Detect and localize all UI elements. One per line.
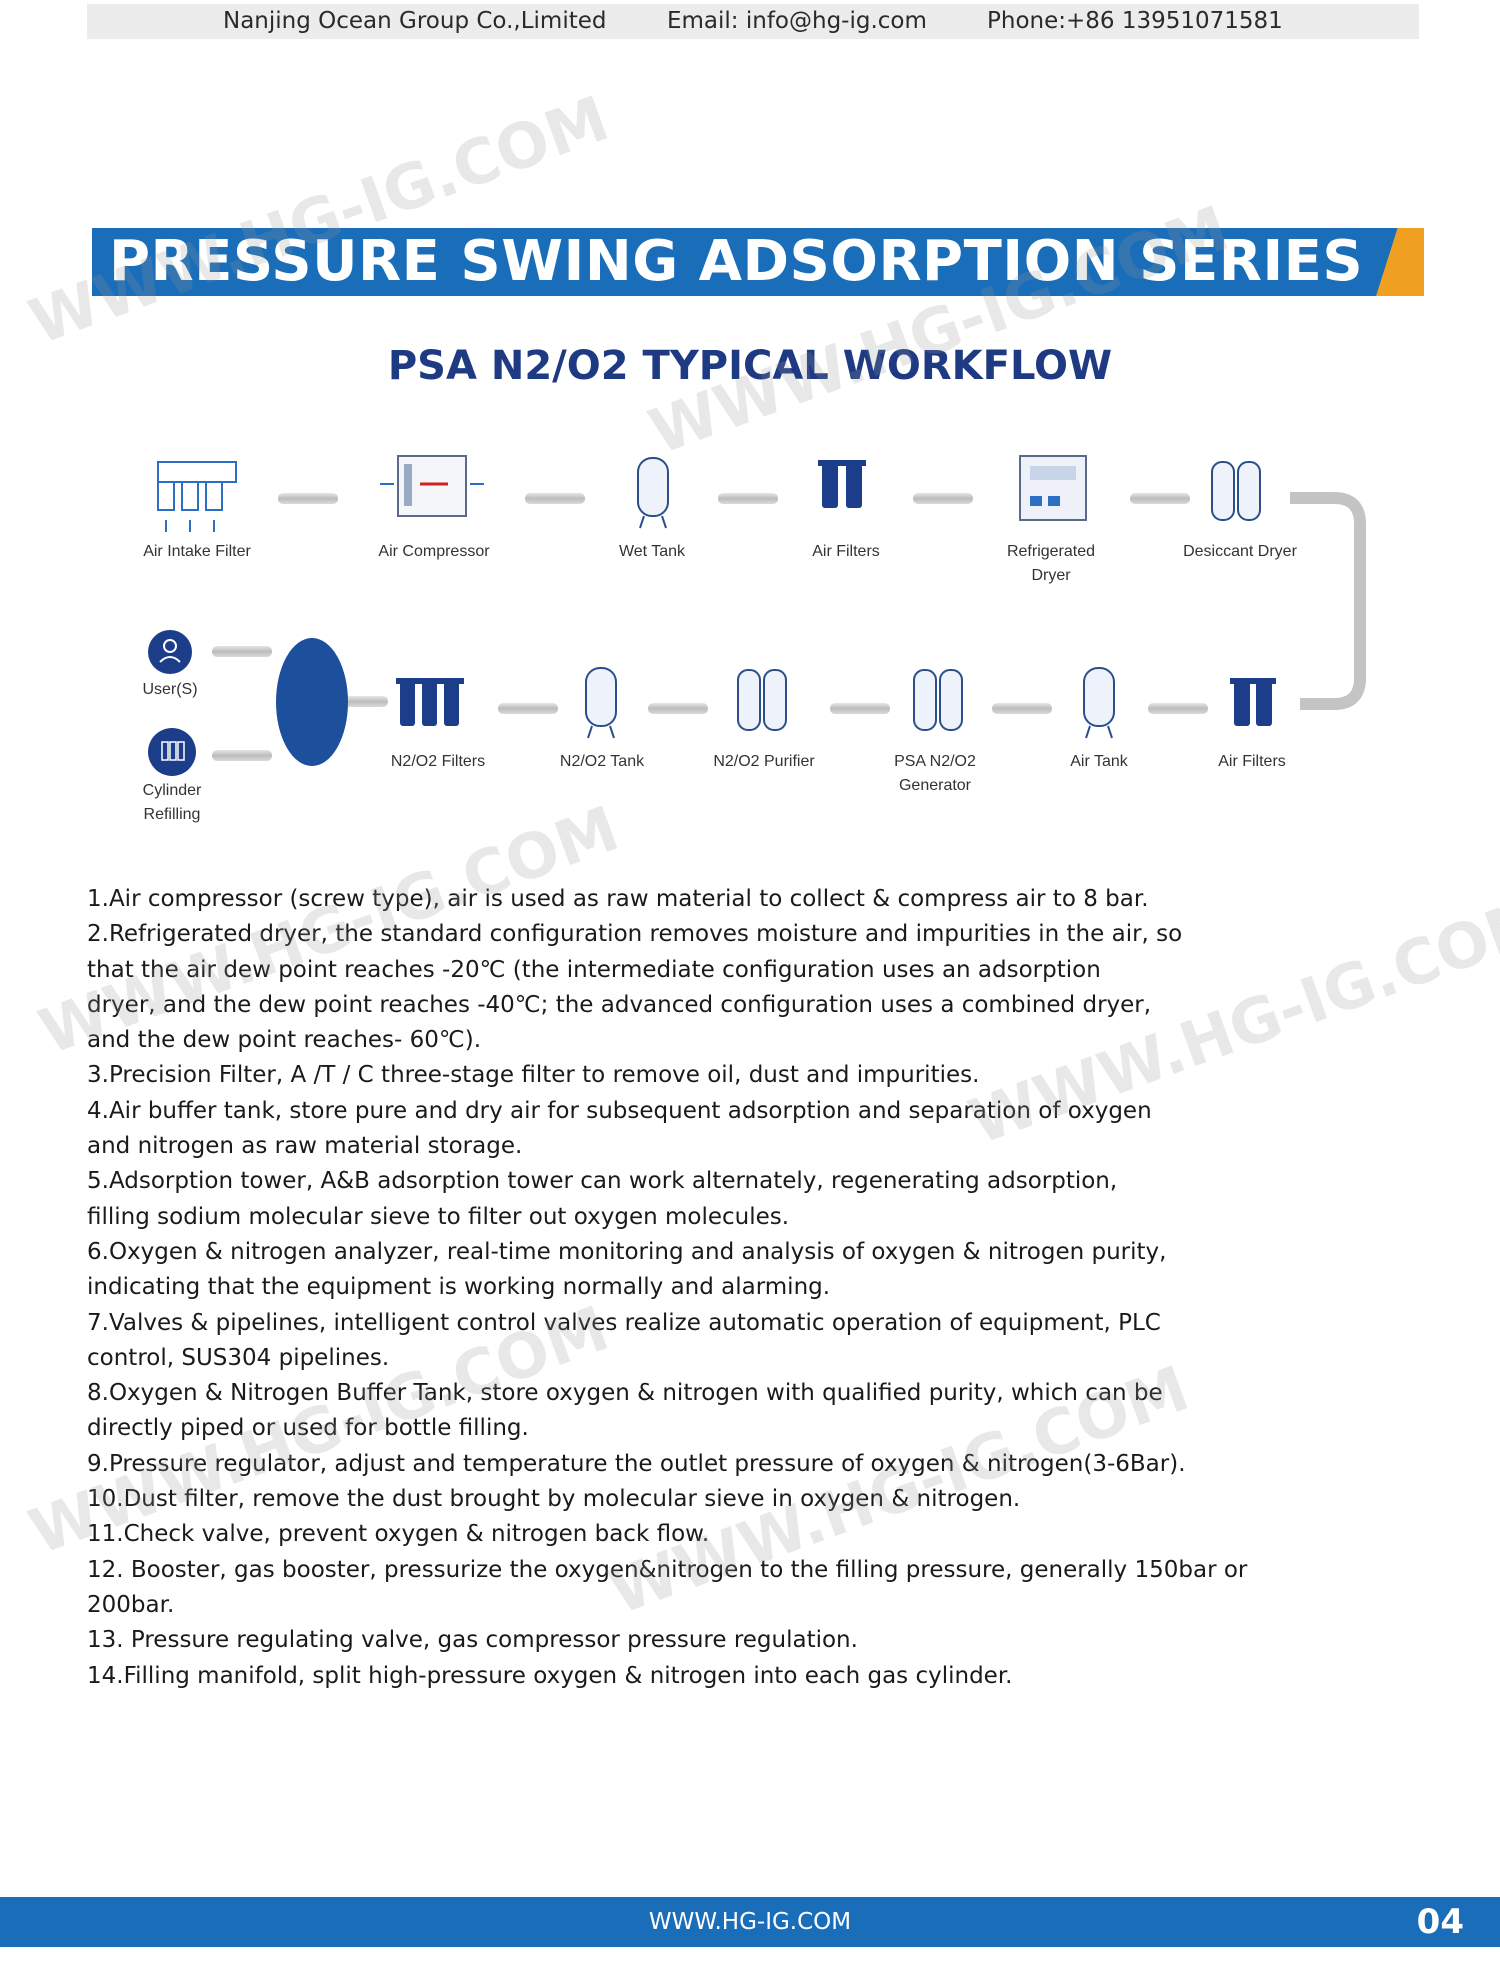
step-line: that the air dew point reaches -20℃ (the… <box>87 956 1101 983</box>
watermark: WWW.HG-IG.COM <box>20 81 618 359</box>
step-line: 13. Pressure regulating valve, gas compr… <box>87 1627 858 1654</box>
workflow-steps-list: 1.Air compressor (screw type), air is us… <box>87 882 1427 1694</box>
step-line: 6.Oxygen & nitrogen analyzer, real-time … <box>87 1238 1167 1265</box>
purifier-icon <box>737 669 787 731</box>
page-number: 04 <box>1416 1902 1464 1942</box>
cylinder-icon <box>148 728 196 776</box>
air-filters-icon <box>818 460 866 508</box>
air-filters-icon <box>1230 678 1276 726</box>
label-wet-tank: Wet Tank <box>619 543 686 560</box>
label-air-compressor: Air Compressor <box>378 543 490 560</box>
step-line: 14.Filling manifold, split high-pressure… <box>87 1662 1013 1689</box>
email-text: Email: info@hg-ig.com <box>667 8 927 34</box>
workflow-title: PSA N2/O2 TYPICAL WORKFLOW <box>387 343 1113 389</box>
step-line: and the dew point reaches- 60℃). <box>87 1027 482 1054</box>
distribution-disc <box>276 638 348 766</box>
generator-icon <box>913 669 963 731</box>
label-air-filters-bottom: Air Filters <box>1218 753 1286 770</box>
step-line: 9.Pressure regulator, adjust and tempera… <box>87 1450 1186 1477</box>
label-desiccant-dryer: Desiccant Dryer <box>1183 543 1297 560</box>
workflow-diagram: Air Intake Filter Air Compressor Wet Tan… <box>142 455 1366 823</box>
label-n2o2-filters: N2/O2 Filters <box>391 753 485 770</box>
refrigerated-dryer-icon <box>1019 455 1087 521</box>
air-intake-filter-icon <box>157 461 237 532</box>
desiccant-dryer-icon <box>1211 461 1261 521</box>
user-icon <box>148 630 192 674</box>
step-line: directly piped or used for bottle fillin… <box>87 1415 529 1442</box>
step-line: 1.Air compressor (screw type), air is us… <box>87 886 1149 912</box>
step-line: indicating that the equipment is working… <box>87 1274 831 1301</box>
section-banner: PRESSURE SWING ADSORPTION SERIES <box>92 228 1424 296</box>
step-line: 12. Booster, gas booster, pressurize the… <box>87 1556 1248 1583</box>
step-line: control, SUS304 pipelines. <box>87 1344 390 1371</box>
step-line: 10.Dust filter, remove the dust brought … <box>87 1486 1021 1513</box>
step-line: 5.Adsorption tower, A&B adsorption tower… <box>87 1168 1118 1195</box>
wet-tank-icon <box>637 457 669 529</box>
section-title: PRESSURE SWING ADSORPTION SERIES <box>109 229 1364 294</box>
air-compressor-icon <box>380 455 484 517</box>
connector-pipes <box>212 492 1366 761</box>
tank-icon <box>585 667 617 739</box>
filters-icon <box>396 678 464 726</box>
footer-bar: WWW.HG-IG.COM 04 <box>0 1897 1500 1947</box>
label-n2o2-tank: N2/O2 Tank <box>560 753 645 770</box>
air-tank-icon <box>1083 667 1115 739</box>
banner-accent <box>1376 228 1424 296</box>
label-air-intake-filter: Air Intake Filter <box>143 543 251 560</box>
label-air-tank: Air Tank <box>1070 753 1129 770</box>
header-bar: Nanjing Ocean Group Co.,Limited Email: i… <box>87 4 1419 39</box>
step-line: 4.Air buffer tank, store pure and dry ai… <box>87 1097 1152 1124</box>
label-air-filters-top: Air Filters <box>812 543 880 560</box>
phone-text: Phone:+86 13951071581 <box>987 8 1283 34</box>
step-line: 200bar. <box>87 1591 175 1618</box>
step-line: 7.Valves & pipelines, intelligent contro… <box>87 1309 1161 1336</box>
step-line: filling sodium molecular sieve to filter… <box>87 1203 790 1230</box>
step-line: 8.Oxygen & Nitrogen Buffer Tank, store o… <box>87 1380 1163 1407</box>
label-users: User(S) <box>142 681 197 698</box>
step-line: and nitrogen as raw material storage. <box>87 1133 523 1160</box>
step-line: 2.Refrigerated dryer, the standard confi… <box>87 921 1183 948</box>
label-n2o2-purifier: N2/O2 Purifier <box>713 753 815 770</box>
step-line: 3.Precision Filter, A /T / C three-stage… <box>87 1062 980 1089</box>
step-line: 11.Check valve, prevent oxygen & nitroge… <box>87 1521 710 1548</box>
footer-url: WWW.HG-IG.COM <box>648 1909 852 1935</box>
company-name: Nanjing Ocean Group Co.,Limited <box>223 8 607 34</box>
step-line: dryer, and the dew point reaches -40℃; t… <box>87 991 1152 1018</box>
